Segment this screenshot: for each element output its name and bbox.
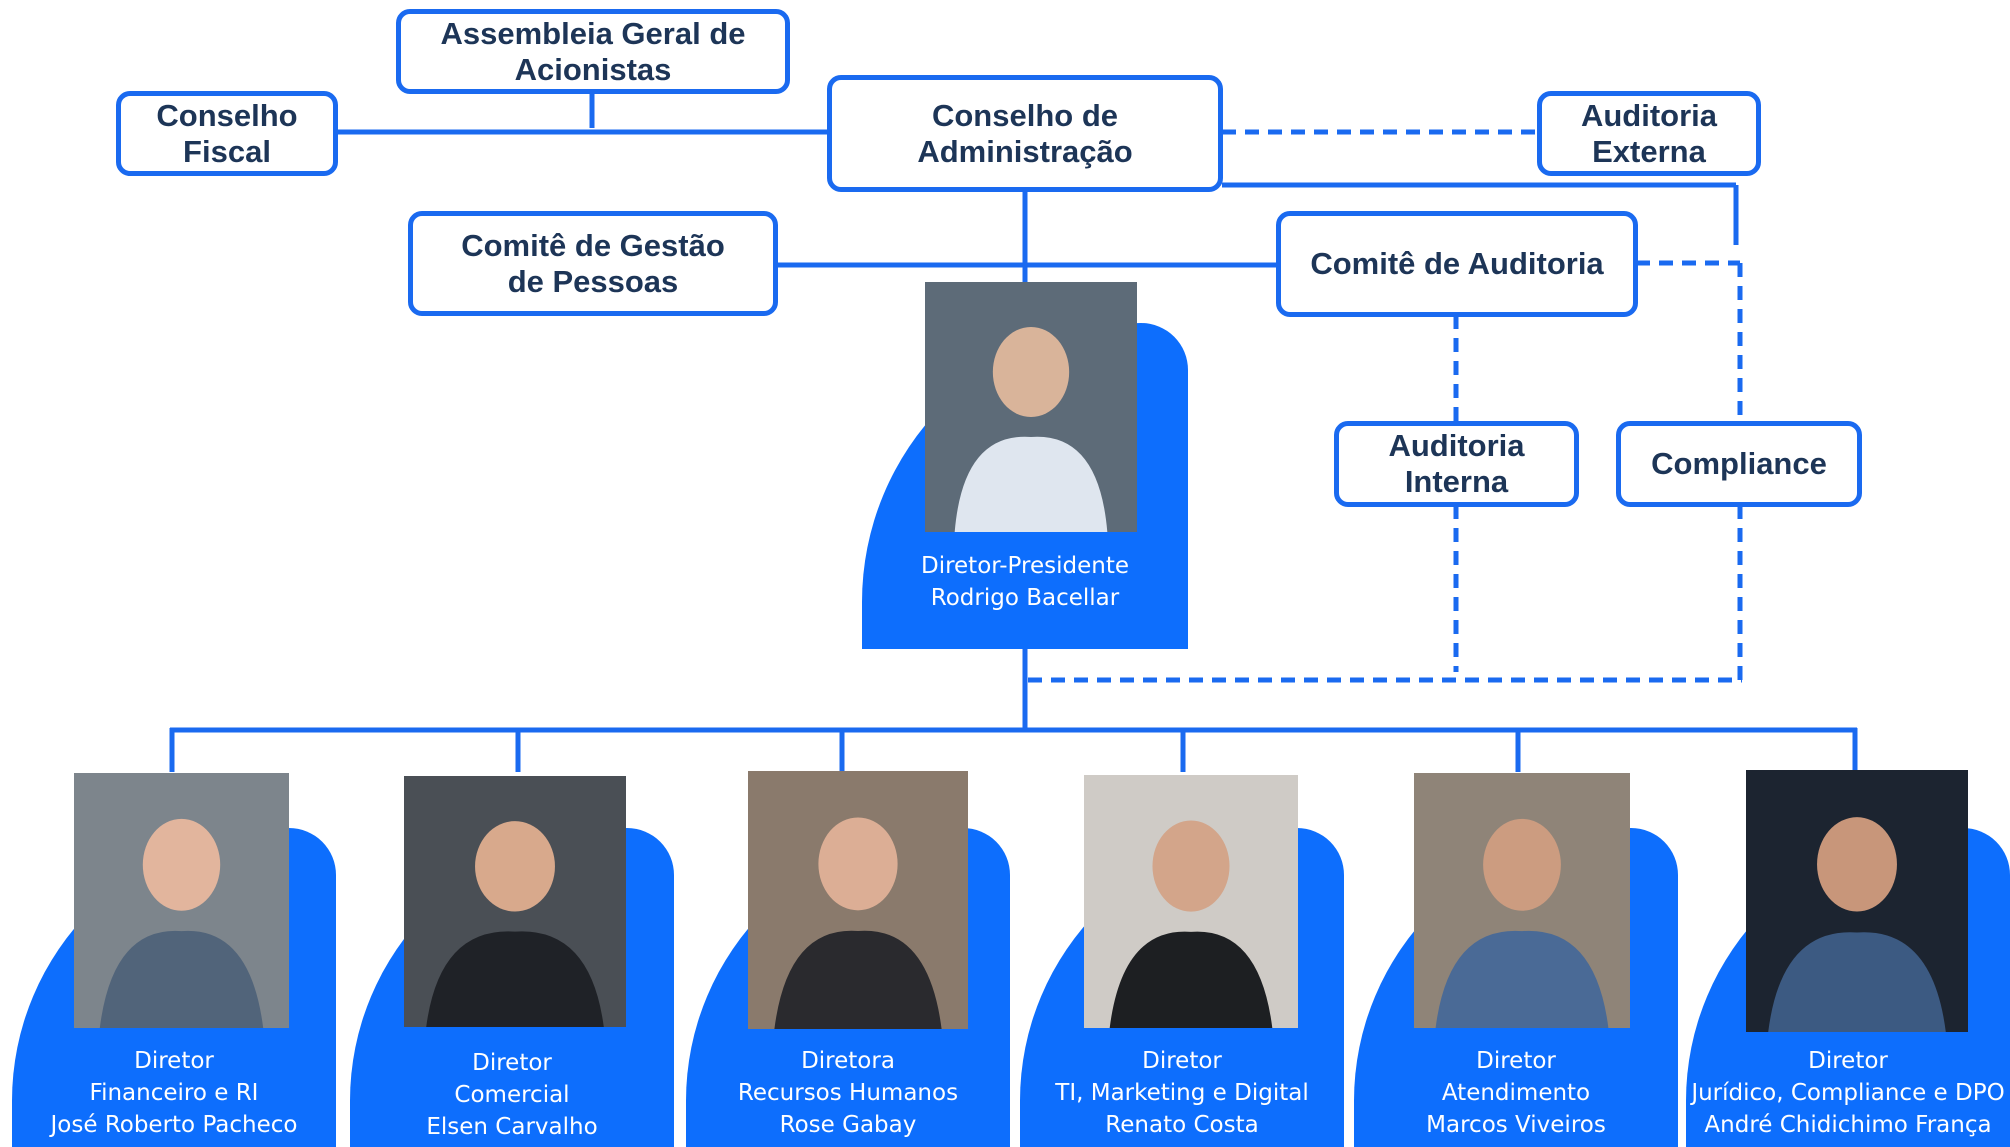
person-silhouette-icon xyxy=(925,282,1137,532)
conselho-fiscal-label: Conselho Fiscal xyxy=(156,97,298,169)
director-name: Renato Costa xyxy=(1105,1112,1259,1138)
director-name: Elsen Carvalho xyxy=(426,1114,598,1140)
director-area: Jurídico, Compliance e DPO xyxy=(1691,1080,2005,1106)
director-photo xyxy=(748,771,968,1029)
conselho-admin-box: Conselho de Administração xyxy=(827,75,1223,192)
director-photo xyxy=(404,776,626,1027)
compliance-label: Compliance xyxy=(1651,446,1827,481)
director-photo xyxy=(1414,773,1630,1028)
person-silhouette-icon xyxy=(748,771,968,1029)
director-area: Recursos Humanos xyxy=(737,1080,959,1106)
director-name: Marcos Viveiros xyxy=(1426,1112,1606,1138)
ceo-name: Rodrigo Bacellar xyxy=(930,585,1120,611)
ceo-title: Diretor-Presidente xyxy=(920,553,1129,579)
auditoria-externa-box: Auditoria Externa xyxy=(1537,91,1761,176)
person-silhouette-icon xyxy=(74,773,289,1028)
director-area: Financeiro e RI xyxy=(89,1080,259,1106)
comite-pessoas-label: Comitê de Gestão de Pessoas xyxy=(461,227,725,299)
assembleia-label: Assembleia Geral de Acionistas xyxy=(440,15,746,87)
auditoria-interna-label: Auditoria Interna xyxy=(1388,428,1525,499)
director-area: TI, Marketing e Digital xyxy=(1055,1080,1309,1106)
director-card-4: Diretor TI, Marketing e Digital Renato C… xyxy=(1020,775,1344,1147)
director-name: André Chidichimo França xyxy=(1704,1112,1992,1138)
director-title: Diretor xyxy=(1808,1048,1888,1074)
director-area: Atendimento xyxy=(1441,1080,1591,1106)
director-title: Diretor xyxy=(472,1050,552,1076)
director-photo xyxy=(1746,770,1968,1032)
director-name: Rose Gabay xyxy=(779,1112,917,1138)
director-card-6: Diretor Jurídico, Compliance e DPO André… xyxy=(1686,770,2010,1147)
auditoria-externa-label: Auditoria Externa xyxy=(1580,97,1718,169)
auditoria-interna-box: Auditoria Interna xyxy=(1334,421,1579,507)
comite-auditoria-box: Comitê de Auditoria xyxy=(1276,211,1638,317)
person-silhouette-icon xyxy=(404,776,626,1027)
comite-pessoas-box: Comitê de Gestão de Pessoas xyxy=(408,211,778,316)
ceo-card: Diretor-Presidente Rodrigo Bacellar xyxy=(862,282,1188,649)
conselho-fiscal-box: Conselho Fiscal xyxy=(116,91,338,176)
comite-auditoria-label: Comitê de Auditoria xyxy=(1310,246,1604,281)
director-card-5: Diretor Atendimento Marcos Viveiros xyxy=(1354,773,1678,1147)
director-title: Diretor xyxy=(134,1048,214,1074)
director-title: Diretora xyxy=(801,1048,895,1074)
director-name: José Roberto Pacheco xyxy=(50,1112,298,1138)
person-silhouette-icon xyxy=(1084,775,1298,1028)
director-photo xyxy=(1084,775,1298,1028)
compliance-box: Compliance xyxy=(1616,421,1862,507)
conselho-admin-label: Conselho de Administração xyxy=(917,97,1133,169)
assembleia-box: Assembleia Geral de Acionistas xyxy=(396,9,790,94)
person-silhouette-icon xyxy=(1746,770,1968,1032)
director-title: Diretor xyxy=(1476,1048,1556,1074)
ceo-photo xyxy=(925,282,1137,532)
director-card-1: Diretor Financeiro e RI José Roberto Pac… xyxy=(12,773,336,1147)
director-title: Diretor xyxy=(1142,1048,1222,1074)
director-area: Comercial xyxy=(454,1082,570,1108)
person-silhouette-icon xyxy=(1414,773,1630,1028)
director-card-3: Diretora Recursos Humanos Rose Gabay xyxy=(686,771,1010,1147)
director-card-2: Diretor Comercial Elsen Carvalho xyxy=(350,776,674,1147)
director-photo xyxy=(74,773,289,1028)
